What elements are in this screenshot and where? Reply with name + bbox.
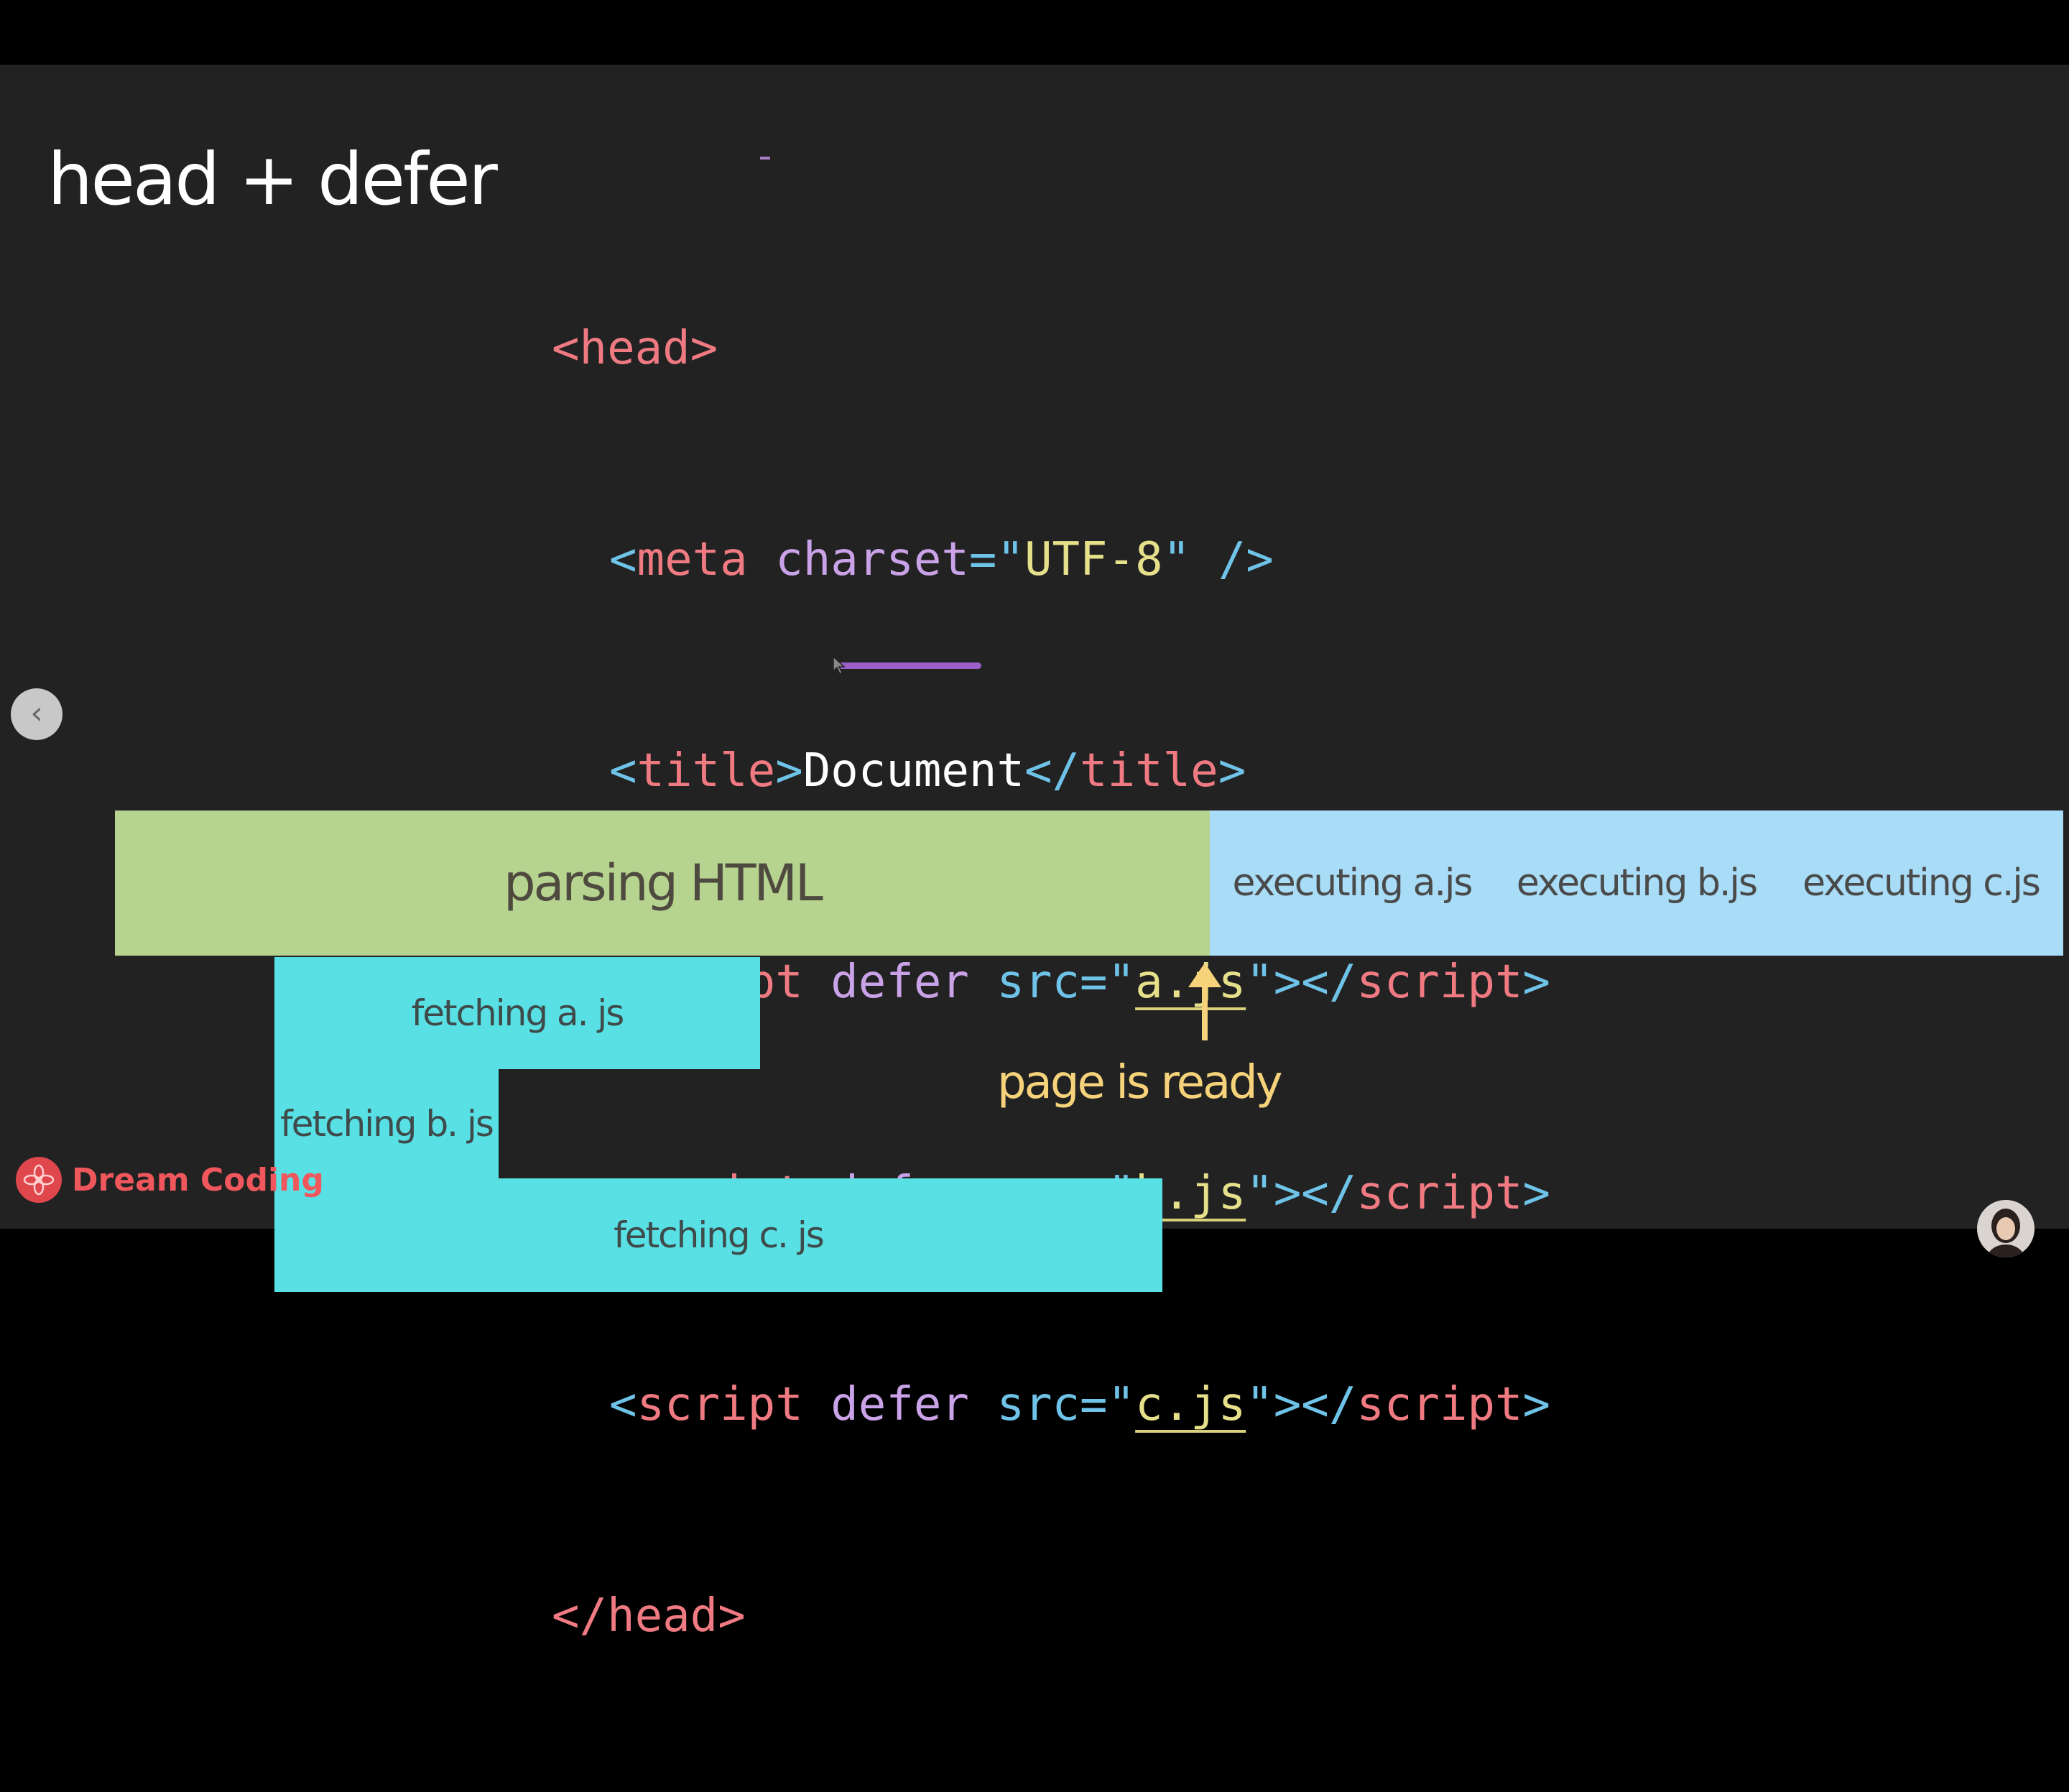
- flower-logo-icon: [16, 1157, 62, 1203]
- script-tag-close: script: [1356, 956, 1523, 1009]
- meta-value: UTF-8: [1024, 533, 1163, 586]
- head-close-tag: </head>: [552, 1589, 746, 1643]
- code-line-head-close: </head>: [552, 1581, 1550, 1651]
- code-line-head-open: <head>: [552, 313, 1550, 384]
- fetching-c-bar: fetching c. js: [274, 1178, 1162, 1292]
- meta-attr: charset: [775, 533, 969, 586]
- previous-slide-button[interactable]: ‹: [11, 688, 63, 740]
- defer-attr: defer: [830, 956, 969, 1009]
- src-attr: src: [996, 956, 1080, 1009]
- mouse-cursor-icon: [833, 655, 846, 675]
- script-tag: script: [637, 1378, 803, 1431]
- decorative-tick: [760, 157, 770, 160]
- src-attr: src: [996, 1378, 1080, 1431]
- script-tag-close: script: [1356, 1167, 1523, 1220]
- title-tag-open: title: [637, 744, 776, 798]
- code-line-title: <title>Document</title>: [609, 744, 1246, 798]
- executing-c-bar: executing c.js: [1779, 810, 2063, 956]
- code-line-script-c: <script defer src="c.js"></script>: [609, 1378, 1551, 1431]
- parsing-html-bar: parsing HTML: [115, 810, 1210, 956]
- code-line-meta: <meta charset="UTF-8" />: [609, 533, 1274, 586]
- up-arrow-icon: [1188, 963, 1221, 1040]
- script-tag-close: script: [1356, 1378, 1523, 1431]
- channel-name: Dream Coding: [72, 1161, 324, 1198]
- presenter-avatar: [1977, 1200, 2035, 1257]
- defer-attr: defer: [830, 1378, 969, 1431]
- executing-a-bar: executing a.js: [1210, 810, 1494, 956]
- executing-b-bar: executing b.js: [1494, 810, 1779, 956]
- channel-brand: Dream Coding: [16, 1157, 324, 1203]
- title-text: Document: [802, 744, 1024, 798]
- script-src-a: a.js: [1135, 956, 1246, 1009]
- meta-tag: meta: [637, 533, 748, 586]
- fetching-b-bar: fetching b. js: [274, 1069, 499, 1178]
- fetching-a-bar: fetching a. js: [274, 957, 760, 1069]
- page-ready-label: page is ready: [997, 1056, 1283, 1109]
- slide: head + defer <head> <meta charset="UTF-8…: [0, 65, 2069, 1643]
- slide-title: head + defer: [47, 137, 498, 221]
- script-src-c: c.js: [1135, 1378, 1246, 1431]
- head-open-tag: <head>: [552, 322, 718, 375]
- defer-highlight-underline: [838, 662, 981, 669]
- title-tag-close: title: [1080, 744, 1218, 798]
